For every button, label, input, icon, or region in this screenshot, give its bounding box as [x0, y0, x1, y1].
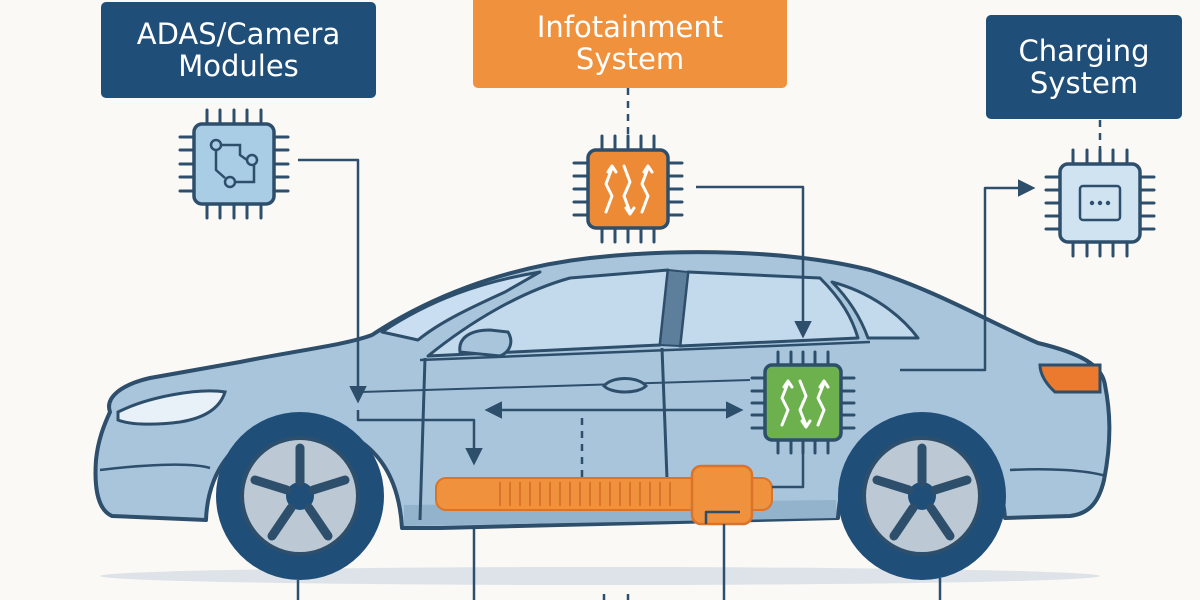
quarter-window	[830, 280, 920, 340]
ground-shadow	[100, 567, 1100, 585]
charging-label-line2: System	[1029, 66, 1139, 100]
data-exchange-icon	[780, 379, 830, 429]
connector-return-line	[704, 510, 740, 524]
infotainment-system-label: Infotainment System	[473, 0, 787, 88]
rear-bumper	[1009, 468, 1107, 478]
adas-label-line2: Modules	[178, 49, 299, 83]
battery-pack	[435, 464, 773, 526]
infotainment-label-line1: Infotainment	[536, 9, 724, 44]
adas-chip	[192, 122, 276, 206]
door-handle	[601, 377, 649, 394]
infotainment-to-controller-line	[696, 185, 812, 339]
infotainment-label-line2: System	[575, 42, 685, 76]
windshield	[380, 270, 542, 342]
front-door-line	[418, 357, 427, 521]
charging-system-label: Charging System	[986, 15, 1182, 119]
rear-wheel	[838, 412, 1006, 580]
terminal-icon	[1078, 184, 1122, 222]
body-bus-line	[356, 410, 483, 466]
controller-to-battery-line	[772, 452, 805, 489]
belt-line	[419, 340, 871, 362]
headlight	[116, 389, 227, 426]
controller-to-charging-line	[900, 179, 1036, 372]
adas-camera-modules-label: ADAS/Camera Modules	[101, 2, 376, 98]
adas-label-line1: ADAS/Camera	[136, 16, 341, 51]
rear-window	[678, 270, 860, 348]
battery-controller-chip	[763, 363, 843, 442]
taillight	[1038, 363, 1102, 394]
front-wheel	[216, 412, 384, 580]
circuit-icon	[209, 138, 259, 189]
front-bumper	[99, 463, 211, 472]
adas-to-car-line	[298, 158, 367, 404]
b-pillar	[658, 268, 690, 348]
charging-label-line1: Charging	[1018, 33, 1150, 68]
charging-chip	[1058, 162, 1142, 244]
infotainment-chip	[586, 148, 670, 230]
body-crease	[359, 379, 751, 393]
battery-connector	[690, 464, 754, 526]
data-exchange-icon	[604, 164, 654, 216]
side-mirror	[458, 328, 513, 358]
